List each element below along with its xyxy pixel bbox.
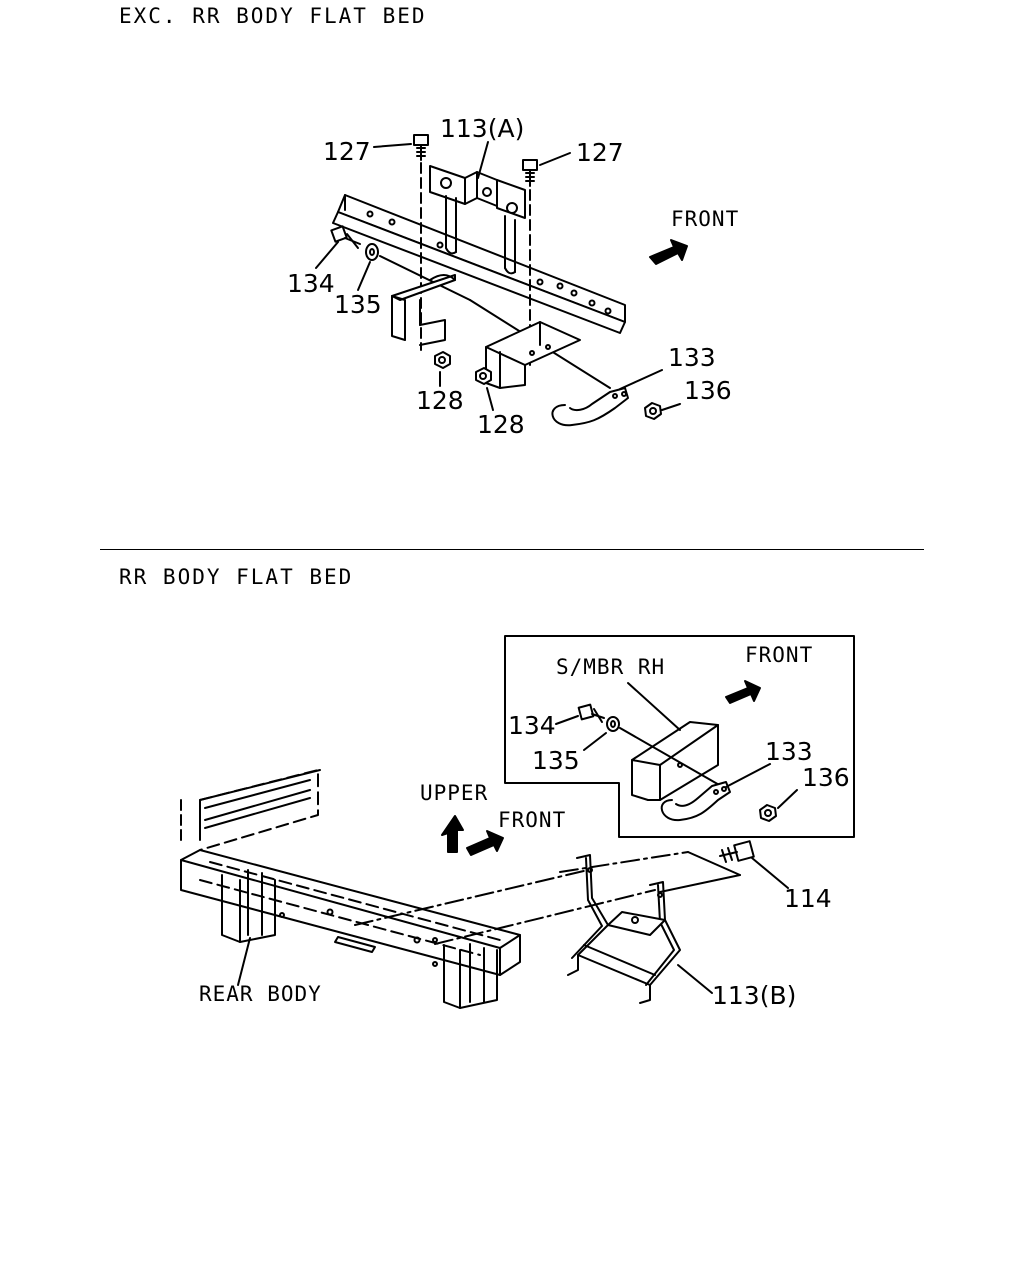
- front-arrow-icon: [649, 239, 688, 265]
- nut-128-right: [475, 367, 492, 385]
- label-135-bottom: 135: [532, 746, 580, 775]
- label-136-top: 136: [684, 376, 732, 405]
- label-133-bottom: 133: [765, 737, 813, 766]
- top-exploded-diagram: [315, 134, 688, 427]
- label-135-top: 135: [334, 290, 382, 319]
- label-127-left: 127: [323, 137, 371, 166]
- inset-washer-135: [606, 716, 620, 732]
- label-upper: UPPER: [420, 781, 489, 805]
- inset-nut-136: [759, 804, 777, 822]
- bolt-127-left: [413, 134, 429, 161]
- bolt-134: [330, 225, 361, 249]
- section-divider: [100, 549, 924, 550]
- nut-136: [644, 402, 662, 420]
- label-front-bottom: FRONT: [498, 808, 567, 832]
- inset-tow-hook-133: [660, 781, 731, 822]
- bolt-114: [719, 840, 755, 863]
- bracket-113b: [567, 854, 681, 1004]
- label-113b: 113(B): [712, 981, 797, 1010]
- nut-128-left: [434, 351, 451, 369]
- label-rear-body: REAR BODY: [199, 982, 322, 1006]
- section-title-rr-body-flat-bed: RR BODY FLAT BED: [119, 565, 354, 589]
- label-128-left: 128: [416, 386, 464, 415]
- label-127-right: 127: [576, 138, 624, 167]
- inset-front-arrow-icon: [725, 680, 761, 704]
- label-134-top: 134: [287, 269, 335, 298]
- label-136-bottom: 136: [802, 763, 850, 792]
- inset-bolt-134: [577, 703, 605, 723]
- section-title-exc-rr-body-flat-bed: EXC. RR BODY FLAT BED: [119, 4, 427, 28]
- label-134-bottom: 134: [508, 711, 556, 740]
- label-133-top: 133: [668, 343, 716, 372]
- label-front-top: FRONT: [671, 207, 740, 231]
- label-128-right: 128: [477, 410, 525, 439]
- rear-body: [180, 769, 521, 1009]
- label-113a: 113(A): [440, 114, 525, 143]
- bracket-113a: [429, 165, 526, 275]
- inset-side-member: [631, 721, 719, 801]
- bolt-127-right: [522, 159, 538, 187]
- tow-hook-133: [551, 387, 629, 427]
- upper-arrow-icon: [441, 815, 464, 853]
- label-smbr-rh: S/MBR RH: [556, 655, 666, 679]
- label-114: 114: [784, 884, 832, 913]
- washer-135: [365, 243, 379, 261]
- right-side-member: [485, 321, 581, 389]
- left-side-member: [391, 274, 456, 346]
- front-arrow-icon-bottom: [466, 830, 504, 856]
- label-front-inset: FRONT: [745, 643, 814, 667]
